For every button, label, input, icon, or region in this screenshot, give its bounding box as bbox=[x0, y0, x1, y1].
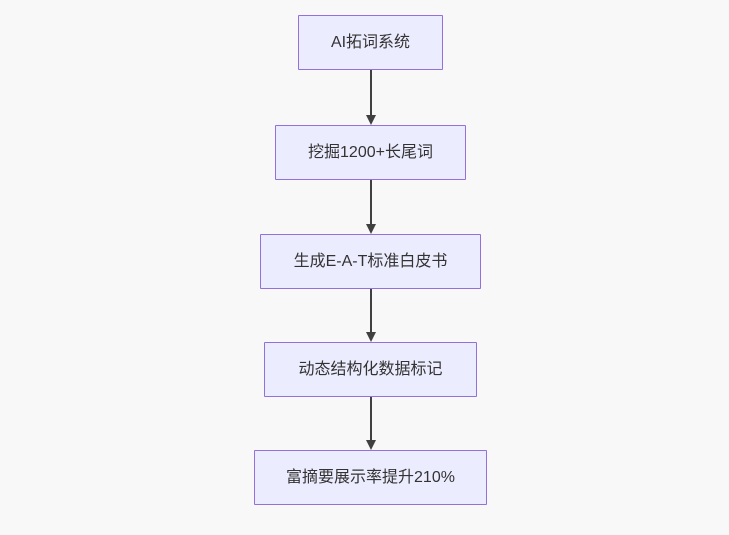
edge-d-to-e bbox=[365, 397, 376, 450]
edge-c-to-d bbox=[365, 289, 376, 342]
node-ai-keyword-system: AI拓词系统 bbox=[298, 15, 443, 70]
node-eat-whitepaper: 生成E-A-T标准白皮书 bbox=[260, 234, 481, 289]
edge-b-to-c bbox=[365, 180, 376, 234]
node-label: 生成E-A-T标准白皮书 bbox=[293, 252, 448, 270]
edge-line bbox=[369, 180, 372, 224]
edge-line bbox=[369, 70, 372, 115]
arrowhead-down-icon bbox=[365, 440, 376, 450]
node-label: 富摘要展示率提升210% bbox=[286, 468, 455, 486]
arrowhead-down-icon bbox=[365, 224, 376, 234]
arrowhead-down-icon bbox=[365, 332, 376, 342]
node-label: 挖掘1200+长尾词 bbox=[308, 143, 433, 161]
node-label: AI拓词系统 bbox=[330, 33, 411, 51]
node-rich-snippet-rate: 富摘要展示率提升210% bbox=[254, 450, 487, 505]
node-structured-data-markup: 动态结构化数据标记 bbox=[264, 342, 477, 397]
node-label: 动态结构化数据标记 bbox=[298, 360, 443, 378]
edge-line bbox=[369, 289, 372, 332]
arrowhead-down-icon bbox=[365, 115, 376, 125]
node-longtail-mining: 挖掘1200+长尾词 bbox=[275, 125, 466, 180]
edge-line bbox=[369, 397, 372, 440]
edge-a-to-b bbox=[365, 70, 376, 125]
